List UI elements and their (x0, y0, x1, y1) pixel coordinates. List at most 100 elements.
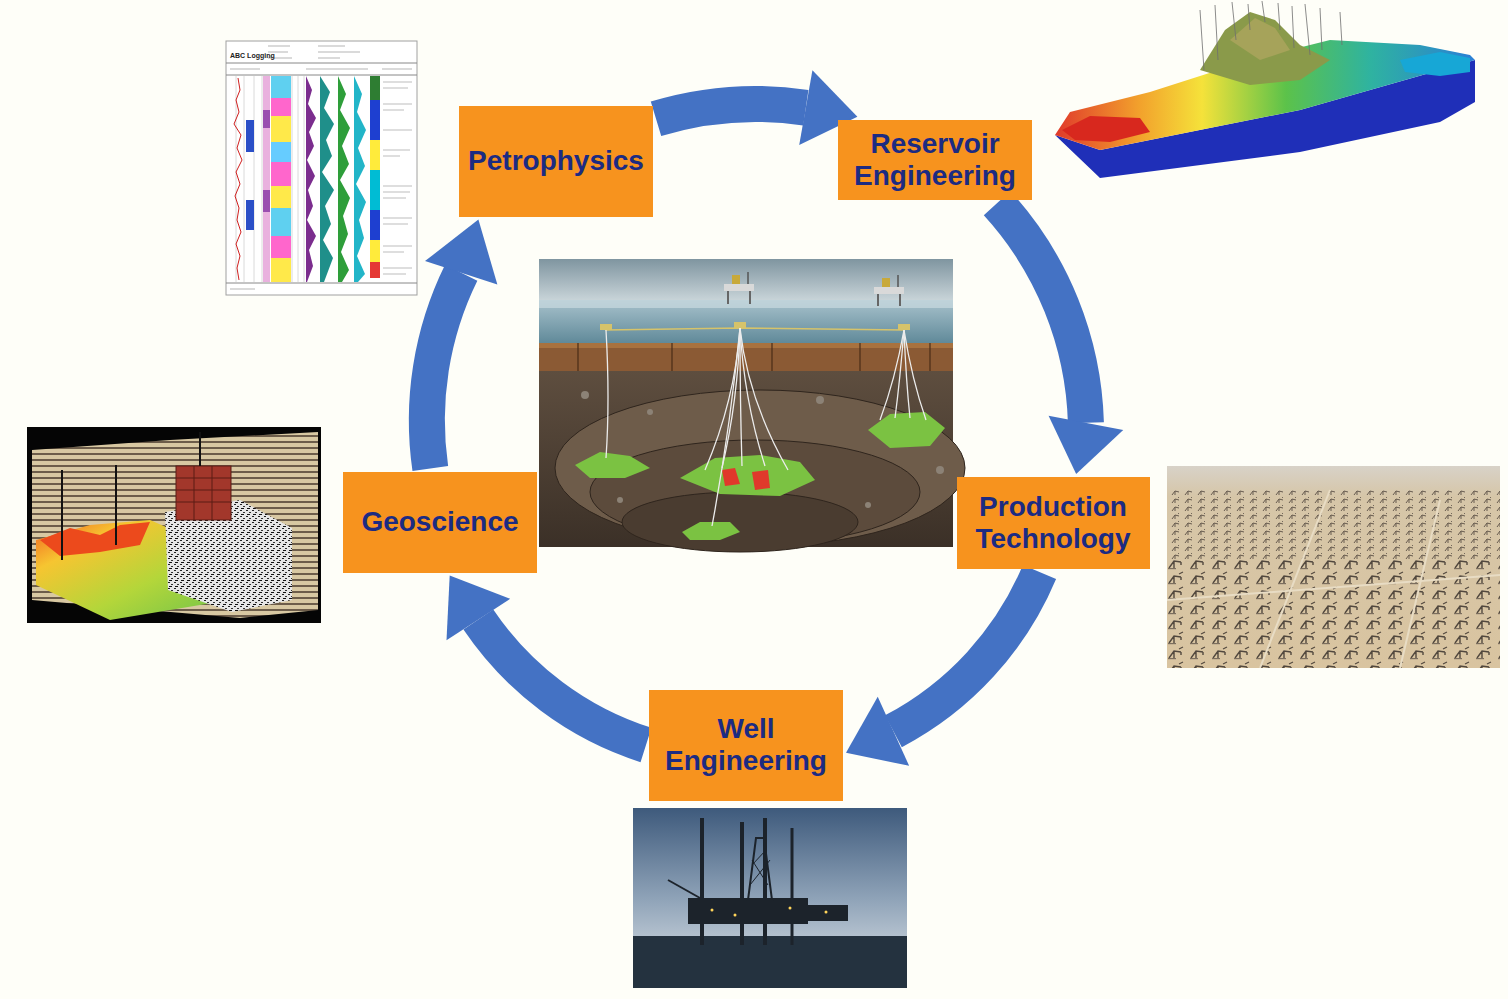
cycle-arrow (427, 273, 461, 469)
platform-deck (874, 287, 904, 294)
offshore-cutaway (539, 259, 965, 552)
rig-leg (700, 818, 704, 945)
header-line (268, 46, 290, 47)
well-stick (1232, 2, 1236, 40)
log-curve-fill (354, 76, 366, 282)
litho (370, 240, 380, 262)
rock (865, 502, 871, 508)
well-line (61, 470, 63, 560)
brick-lines (176, 466, 231, 520)
well-stick (1200, 10, 1204, 70)
crane (668, 880, 700, 898)
well-path (712, 328, 740, 526)
facies (271, 162, 291, 186)
brick-line (176, 502, 231, 503)
desc-line (383, 246, 412, 247)
well-path (904, 330, 910, 418)
header-line (230, 69, 260, 70)
header-line (318, 58, 340, 59)
header-line (306, 69, 368, 70)
facies (271, 142, 291, 162)
subsea-template (600, 324, 612, 330)
cycle-arrow (893, 572, 1039, 731)
rig-light (789, 907, 792, 910)
rig-leg (791, 828, 794, 945)
log-plot (226, 41, 417, 295)
log-track (263, 76, 270, 282)
platform-flare (747, 272, 749, 284)
log-block (246, 200, 254, 230)
brick-line (176, 490, 231, 491)
desc-line (383, 192, 410, 193)
litho (370, 140, 380, 170)
desc-line (383, 88, 408, 89)
facies (271, 208, 291, 236)
derrick (748, 838, 772, 900)
process-box: Well Engineering (649, 690, 843, 801)
joint (577, 343, 578, 371)
platform-leg (749, 291, 751, 304)
rig-light (711, 909, 714, 912)
well-stick (1215, 5, 1218, 60)
log-curve-fill (338, 76, 350, 282)
grid-line (298, 76, 299, 282)
subsea-template (734, 322, 746, 328)
desc-line (383, 224, 408, 225)
platform-flare (897, 275, 899, 287)
header-line (318, 46, 345, 47)
cut-surface (539, 300, 953, 308)
image-caption-text: ABC Logging (230, 52, 275, 59)
cycle-arrow (656, 104, 806, 119)
rock (816, 396, 824, 404)
derrick (750, 850, 770, 885)
platform (724, 272, 754, 304)
joint (671, 343, 672, 371)
rock (581, 391, 589, 399)
facies (271, 76, 291, 98)
well-path (904, 330, 926, 420)
pipeline (605, 328, 905, 330)
reservoir-blob (575, 452, 650, 478)
facies (271, 258, 291, 282)
desc-line (383, 274, 406, 275)
arrow-head-end (1049, 416, 1124, 474)
log-rule (226, 63, 417, 64)
desc-line (383, 268, 412, 269)
platform-leg (899, 294, 901, 306)
litho (370, 100, 380, 140)
road (1167, 575, 1500, 600)
box-label: Petrophysics (467, 145, 645, 177)
box-label: Well Engineering (657, 713, 835, 777)
desc-line (383, 252, 404, 253)
well-path (895, 330, 904, 418)
desc-line (383, 156, 400, 157)
lithology-column (370, 76, 380, 278)
reservoir-blob (868, 412, 945, 448)
well-paths (606, 328, 926, 526)
rig-photo (633, 808, 907, 988)
platform (874, 275, 904, 306)
rocks (581, 391, 944, 508)
facies (271, 186, 291, 208)
gamma-curve (234, 78, 242, 280)
platform-module (732, 275, 740, 284)
model-peak (1200, 12, 1330, 85)
reservoir-spot (722, 468, 740, 486)
facies-column (271, 76, 291, 282)
rock (647, 409, 653, 415)
rig-leg (740, 822, 744, 945)
box-label: Reservoir Engineering (846, 128, 1024, 192)
log-block (246, 120, 254, 152)
header-line (318, 52, 360, 53)
grid-line (292, 76, 293, 282)
arrow-head-end (447, 576, 511, 641)
rig-sea (633, 936, 907, 988)
rock (936, 466, 944, 474)
rig-light (734, 914, 737, 917)
model-edge (1400, 52, 1470, 76)
process-box: Geoscience (343, 472, 537, 573)
rig (668, 818, 848, 945)
well-stick (1320, 8, 1322, 50)
platform-module (882, 278, 890, 287)
